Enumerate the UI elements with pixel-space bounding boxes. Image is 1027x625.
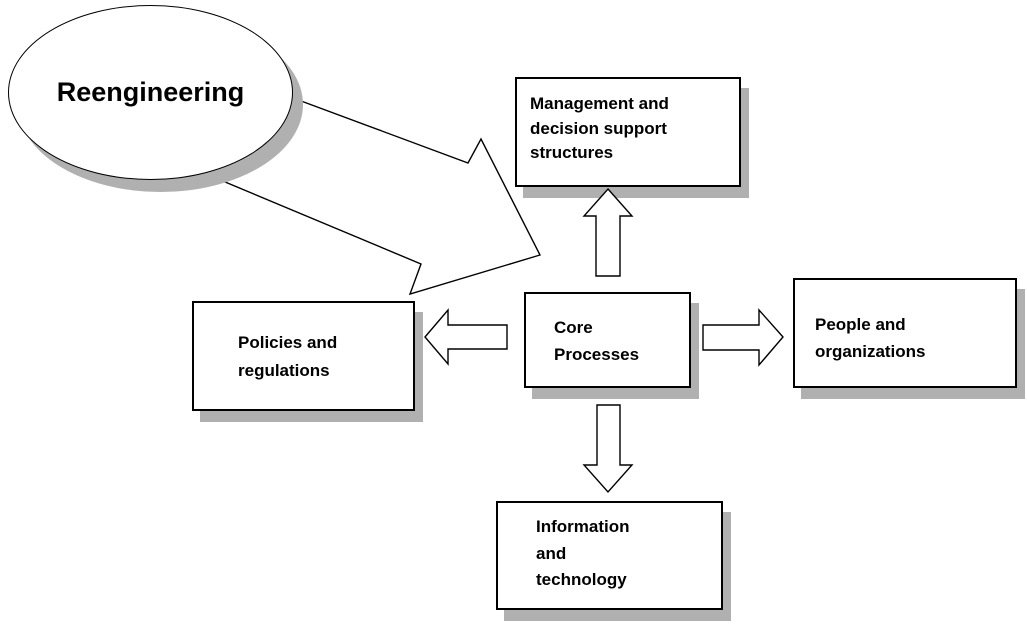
connector-arrow-left-icon — [424, 308, 508, 366]
node-information-technology: Information and technology — [496, 501, 723, 610]
node-label-line: technology — [536, 570, 627, 589]
connector-arrow-right-icon — [702, 308, 784, 367]
node-policies-regulations: Policies and regulations — [192, 301, 415, 411]
node-label-line: Information — [536, 517, 630, 536]
node-label-line: structures — [530, 143, 614, 162]
node-label-line: Processes — [554, 345, 640, 364]
node-people-organizations: People and organizations — [793, 278, 1017, 388]
node-reengineering-label: Reengineering — [56, 77, 245, 107]
node-label-line: decision support — [530, 118, 667, 138]
node-reengineering: Reengineering — [8, 5, 293, 180]
node-label-line: organizations — [815, 342, 926, 361]
node-management-decision-support: Management and decision support structur… — [515, 77, 741, 187]
node-label-line: People and — [815, 315, 906, 334]
node-label-line: and — [536, 543, 567, 563]
node-core-processes: Core Processes — [524, 292, 691, 388]
connector-arrow-down-icon — [582, 404, 634, 494]
node-label-line: Management and — [530, 94, 669, 113]
node-label-line: Core — [554, 318, 593, 337]
node-label-line: regulations — [238, 361, 330, 380]
node-label-line: Policies and — [238, 333, 338, 352]
connector-arrow-up-icon — [582, 187, 634, 277]
